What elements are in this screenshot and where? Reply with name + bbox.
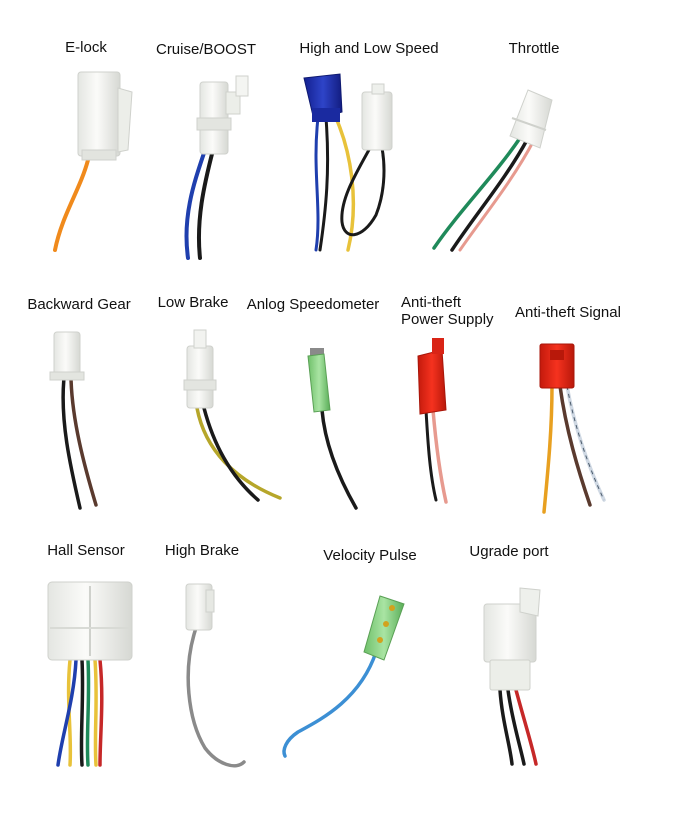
label-backward-gear: Backward Gear (27, 296, 131, 313)
velocity-pulse-connector (282, 595, 405, 758)
hall-sensor-connector (47, 581, 133, 767)
label-cruise-boost: Cruise/BOOST (155, 41, 257, 58)
label-e-lock: E-lock (65, 39, 107, 56)
anti-theft-power-connector (417, 338, 448, 504)
label-throttle: Throttle (508, 40, 560, 57)
label-anti-theft-power-line2: Power Supply (401, 311, 494, 328)
label-low-brake: Low Brake (157, 294, 229, 311)
high-brake-connector (185, 583, 246, 768)
upgrade-port-connector (483, 587, 541, 766)
label-high-low-speed: High and Low Speed (299, 40, 439, 57)
label-anti-theft-signal: Anti-theft Signal (515, 304, 621, 321)
label-anti-theft-power-line1: Anti-theft (401, 294, 462, 311)
low-brake-connector (183, 329, 282, 502)
label-analog-speedometer: Anlog Speedometer (246, 296, 380, 313)
backward-gear-connector (49, 331, 98, 510)
throttle-connector (432, 89, 553, 252)
label-velocity-pulse: Velocity Pulse (323, 547, 417, 564)
label-high-brake: High Brake (164, 542, 240, 559)
anti-theft-signal-connector (539, 343, 606, 514)
e-lock-connector (53, 71, 133, 252)
label-hall-sensor: Hall Sensor (47, 542, 125, 559)
cruise-boost-connector (184, 75, 249, 260)
analog-speedometer-connector (307, 348, 358, 510)
label-upgrade-port: Ugrade port (469, 543, 549, 560)
high-low-speed-connectors (303, 73, 393, 252)
